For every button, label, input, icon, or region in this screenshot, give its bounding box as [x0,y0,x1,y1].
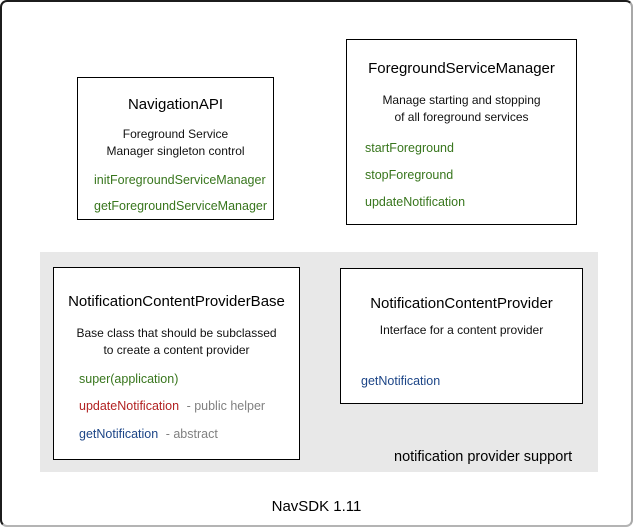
class-description-foreground-service-manager: Manage starting and stopping of all fore… [347,92,576,125]
class-box-navigation-api: NavigationAPI Foreground Service Manager… [77,77,274,220]
class-box-notification-content-provider-base: NotificationContentProviderBase Base cla… [53,267,300,460]
method-get-notification: getNotification - abstract [79,427,218,441]
description-line-2: to create a content provider [103,342,250,357]
class-box-foreground-service-manager: ForegroundServiceManager Manage starting… [346,39,577,225]
panel-label: notification provider support [394,449,573,465]
method-get-notification: getNotification [361,374,441,388]
class-title-foreground-service-manager: ForegroundServiceManager [368,60,555,77]
description-line-1: Foreground Service [122,127,229,141]
description-line-1: Interface for a content provider [379,323,544,337]
footer-version-label: NavSDK 1.11 [271,498,362,515]
method-name: getNotification [79,427,159,441]
class-title-navigation-api: NavigationAPI [127,96,224,113]
description-line-2: of all foreground services [394,109,529,124]
method-init-foreground-service-manager: initForegroundServiceManager [94,173,266,187]
method-stop-foreground: stopForeground [365,168,454,182]
method-name: super(application) [79,372,179,386]
class-description-notification-content-provider: Interface for a content provider [341,322,582,339]
class-description-navigation-api: Foreground Service Manager singleton con… [78,126,273,159]
method-update-notification: updateNotification [365,195,466,209]
method-suffix: - abstract [165,427,218,441]
method-suffix: - public helper [186,399,266,413]
class-title-notification-content-provider: NotificationContentProvider [370,295,553,312]
class-box-notification-content-provider: NotificationContentProvider Interface fo… [340,268,583,404]
class-description-notification-content-provider-base: Base class that should be subclassed to … [54,325,299,358]
description-line-1: Base class that should be subclassed [76,326,277,340]
description-line-2: Manager singleton control [106,143,245,158]
method-name: updateNotification [79,399,180,413]
class-title-notification-content-provider-base: NotificationContentProviderBase [68,293,285,310]
description-line-1: Manage starting and stopping [382,93,541,107]
method-get-foreground-service-manager: getForegroundServiceManager [94,199,268,213]
method-update-notification: updateNotification - public helper [79,399,265,413]
method-super-application: super(application) [79,372,178,386]
method-start-foreground: startForeground [365,141,454,155]
